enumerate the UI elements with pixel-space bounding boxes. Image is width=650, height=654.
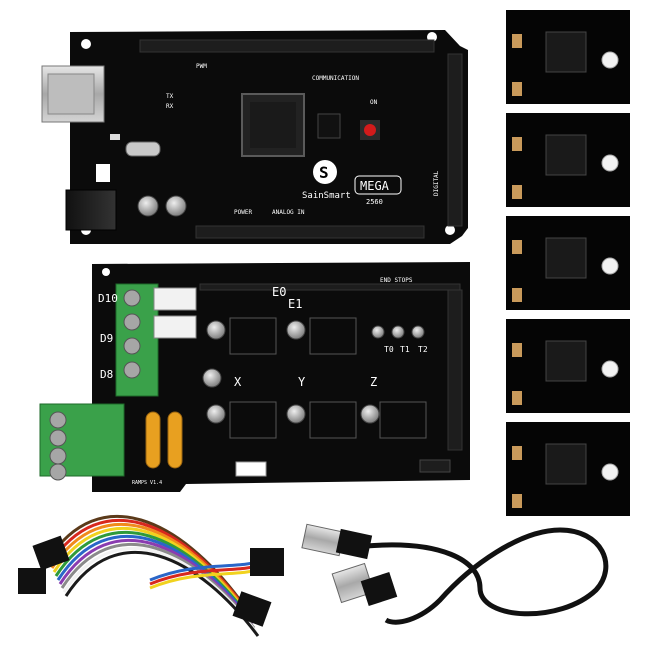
axis-label-x: X (234, 375, 242, 389)
axis-label-z: Z (370, 375, 377, 389)
stepper-driver-1 (506, 10, 630, 104)
dupont-connector-2 (32, 535, 70, 571)
jumper-ribbon-cable (46, 515, 263, 637)
tx-label: TX (166, 93, 174, 100)
thermistor-t1: T1 (400, 345, 410, 354)
terminal-label-d10: D10 (98, 292, 118, 305)
rx-label: RX (166, 103, 174, 110)
mega-board: S SainSmart MEGA 2560 COMMUNICATION POWE… (41, 30, 468, 244)
stepper-driver-4 (506, 319, 630, 413)
thermistor-t2: T2 (418, 345, 428, 354)
chip-label: 2560 (366, 198, 383, 206)
on-label: ON (370, 99, 378, 106)
ramps-version-label: RAMPS V1.4 (132, 480, 162, 486)
brand-name: SainSmart (302, 191, 351, 201)
axis-label-e1: E1 (288, 297, 302, 311)
stepper-driver-3 (506, 216, 630, 310)
digital-label: DIGITAL (433, 170, 440, 196)
analog-label: ANALOG IN (272, 209, 305, 216)
stepper-driver-2 (506, 113, 630, 207)
stepper-drivers (506, 10, 630, 516)
terminal-label-d9: D9 (100, 332, 113, 345)
brand-logo (313, 160, 337, 184)
axis-label-e0: E0 (272, 285, 286, 299)
communication-label: COMMUNICATION (312, 75, 359, 82)
dupont-connector-4 (232, 591, 272, 627)
thermistor-t0: T0 (384, 345, 394, 354)
usb-cable (301, 523, 609, 625)
axis-label-y: Y (298, 375, 306, 389)
usb-b-connector (331, 562, 375, 604)
power-label: POWER (234, 209, 252, 216)
logo-letter: S (319, 163, 329, 182)
dupont-connector-1 (18, 568, 46, 594)
stepper-driver-5 (506, 422, 630, 516)
model-name: MEGA (360, 179, 390, 193)
dc-jack (65, 189, 117, 231)
dupont-connector-3 (250, 548, 284, 576)
terminal-label-d8: D8 (100, 368, 113, 381)
pwm-label: PWM (196, 63, 207, 70)
end-stops-label: END STOPS (380, 277, 413, 284)
ramps-board: X Y Z E0 E1 D10 D9 D8 T0 T1 T2 END STOPS… (39, 262, 470, 492)
